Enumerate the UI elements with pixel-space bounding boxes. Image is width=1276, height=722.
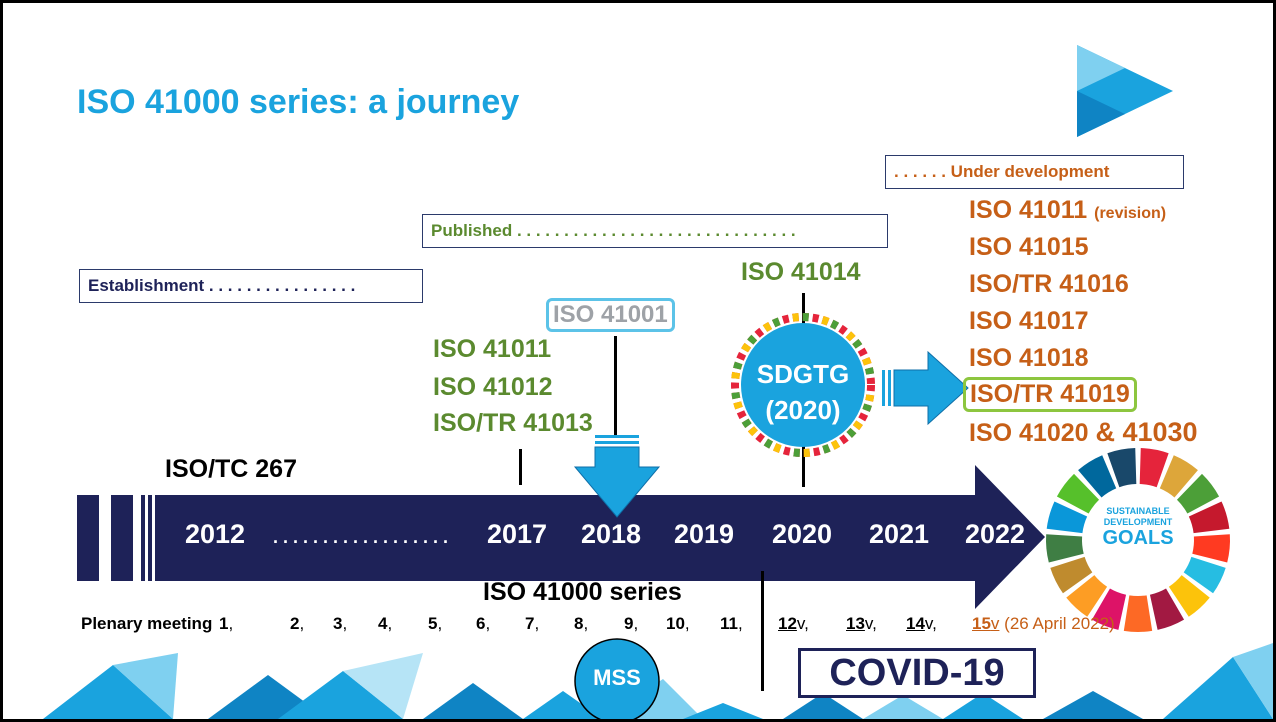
sdg-segment [1149,588,1185,630]
standard-iso-tr-41013: ISO/TR 41013 [433,409,593,437]
plenary-3: 3, [333,614,348,633]
establishment-box: Establishment . . . . . . . . . . . . . … [79,269,423,303]
timeline-dots: . . . . . . . . . . . . . . . . . . [273,527,449,547]
tc-label: ISO/TC 267 [165,455,297,483]
sdg-segment [1192,534,1230,563]
sdg-logo-line1: SUSTAINABLE [1106,506,1170,516]
plenary-11: 11, [720,614,743,633]
year-2019: 2019 [674,519,735,549]
arrow-right-icon [882,350,969,426]
plenary-5: 5, [428,614,443,633]
sdg-segment [1188,501,1230,534]
sdg-segment [1107,448,1137,488]
published-label: Published . . . . . . . . . . . . . . . … [431,221,796,240]
dev-iso-41011-label: ISO 41011 [969,196,1088,224]
plenary-1: 1, [219,614,234,633]
sdg-segment [1056,473,1100,514]
under-development-box: . . . . . . Under development [885,155,1184,189]
arrow-down-icon [573,435,661,518]
sdg-segment [1183,556,1226,594]
sdgtg-label: SDGTG [756,359,850,389]
year-2022: 2022 [965,519,1026,549]
standard-iso-41012: ISO 41012 [433,373,553,401]
plenary-9: 9, [624,614,639,633]
covid-connector [761,571,764,691]
sdg-segment [1066,575,1108,617]
sdg-wheel-icon [731,313,875,457]
dev-iso-41020: ISO 41020 & 41030 [969,417,1198,448]
plenary-13: 13v, [846,614,877,633]
sdg-segment [1078,455,1117,498]
plenary-8: 8, [574,614,589,633]
standard-iso-41001: ISO 41001 [546,298,675,332]
plenary-4: 4, [378,614,393,633]
connector-2017 [519,449,522,485]
dev-iso-41011: ISO 41011 (revision) [969,196,1166,225]
year-2017: 2017 [487,519,548,549]
plenary-10: 10, [666,614,690,633]
standard-iso-41014: ISO 41014 [741,258,861,286]
year-2021: 2021 [869,519,930,549]
sdg-segment [1168,575,1210,617]
plenary-12: 12v, [778,614,809,633]
sdg-segment [1046,534,1084,563]
page-title: ISO 41000 series: a journey [77,83,520,121]
plenary-15: 15v (26 April 2022) [972,614,1115,633]
sdg-segment [1046,501,1088,534]
sdg-segment [1091,588,1127,630]
dev-iso-tr-41016: ISO/TR 41016 [969,270,1129,298]
year-2020: 2020 [772,519,833,549]
year-2018: 2018 [581,519,642,549]
year-2012: 2012 [185,519,246,549]
sdg-logo-line2: DEVELOPMENT [1103,517,1173,527]
plenary-label: Plenary meeting [81,614,213,633]
connector-2018 [614,336,617,436]
mss-label: MSS [593,665,641,690]
establishment-label: Establishment . . . . . . . . . . . . . … [88,276,356,295]
covid-19-badge: COVID-19 [798,648,1036,698]
under-development-label: . . . . . . Under development [894,162,1110,181]
play-logo-icon [1077,45,1173,137]
plenary-meetings-row: Plenary meeting [81,614,212,634]
sdg-segment [1050,556,1093,594]
timeline-arrow [77,465,1045,609]
dev-iso-41017: ISO 41017 [969,307,1089,335]
dev-iso-41015: ISO 41015 [969,233,1089,261]
plenary-15-date: (26 April 2022) [1004,614,1115,633]
plenary-7: 7, [525,614,540,633]
published-box: Published . . . . . . . . . . . . . . . … [422,214,888,248]
sdg-segment [1123,595,1153,632]
dev-iso-41018: ISO 41018 [969,344,1089,372]
mss-circle-icon [574,638,660,719]
dev-revision-note: (revision) [1094,205,1167,222]
bottom-decoration [43,643,1273,719]
series-label: ISO 41000 series [483,578,682,606]
dev-iso-41030-label: & 41030 [1095,417,1198,447]
sdg-segment [1176,473,1220,514]
dev-iso-tr-41019: ISO/TR 41019 [963,377,1137,412]
plenary-14: 14v, [906,614,937,633]
sdg-segment [1139,448,1169,488]
sdg-logo-line3: GOALS [1102,527,1174,549]
standard-iso-41011: ISO 41011 [433,335,552,363]
sdgtg-year: (2020) [765,395,841,425]
dev-iso-41020-label: ISO 41020 [969,419,1089,447]
plenary-6: 6, [476,614,491,633]
sdg-segment [1159,455,1198,498]
sdg-goals-logo [1046,448,1230,632]
plenary-2: 2, [290,614,305,633]
